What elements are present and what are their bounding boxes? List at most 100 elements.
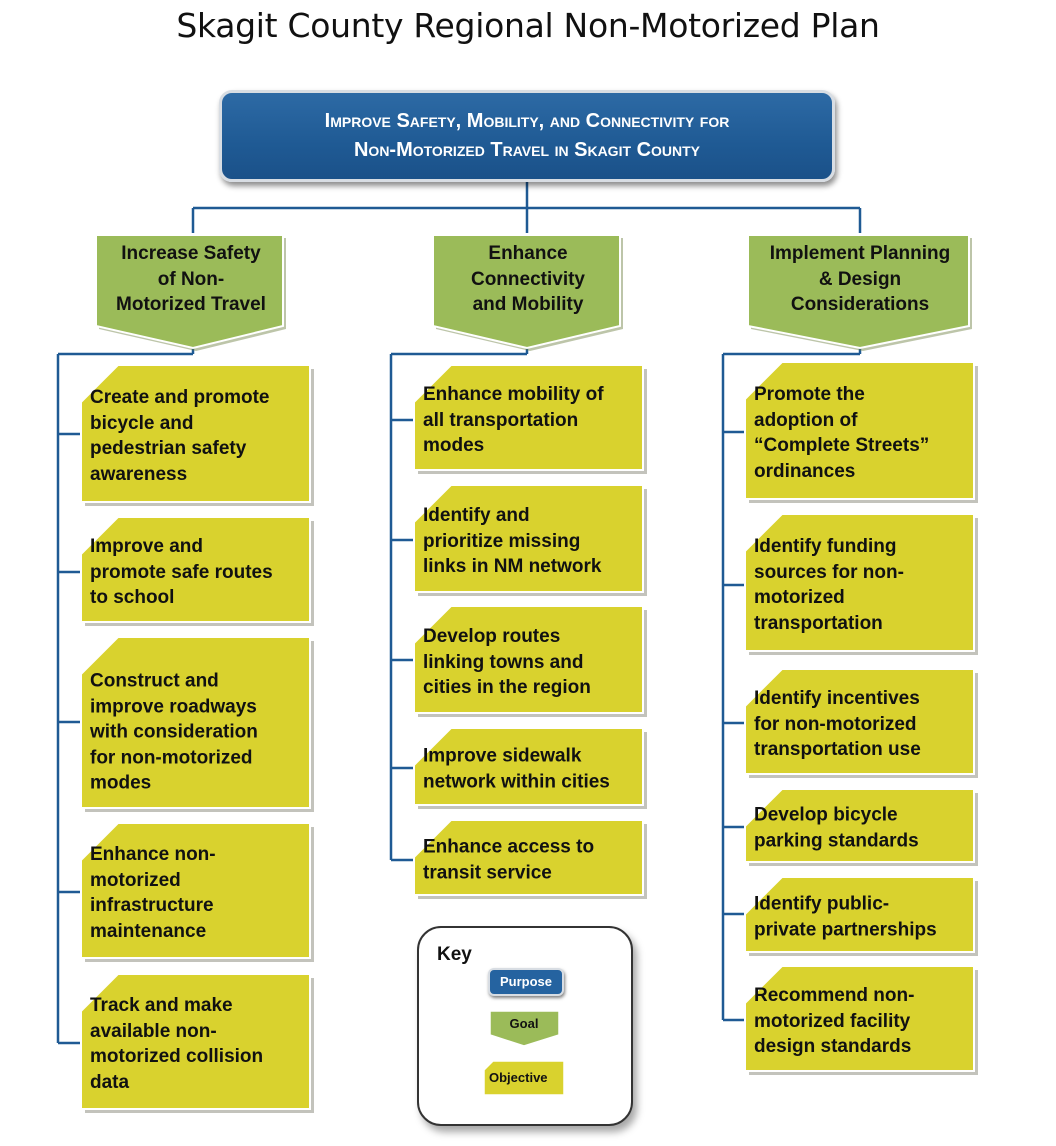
objective-line: “Complete Streets”: [754, 435, 930, 456]
objective-line: Identify incentives: [754, 687, 920, 709]
objective-line: for non-motorized: [754, 713, 917, 735]
objective-line: Identify funding: [754, 536, 897, 557]
goal-line: Increase Safety: [121, 243, 261, 264]
objective-line: design standards: [754, 1035, 912, 1057]
objective-line: sources for non-: [754, 561, 904, 583]
objective-line: links in NM network: [423, 555, 602, 577]
objective-line: available non-: [90, 1020, 217, 1042]
objective-box: Track and make available non-motorized co…: [80, 973, 316, 1115]
legend-box: Key Purpose Goal Objective: [417, 926, 633, 1126]
objective-line: Identify and: [423, 504, 530, 526]
objective-line: Construct and: [90, 670, 219, 692]
diagram-title: Skagit County Regional Non-Motorized Pla…: [176, 6, 880, 45]
objective-line: modes: [90, 772, 152, 794]
objective-box: Identify incentives for non-motorized tran…: [744, 668, 980, 780]
objective-shape: [744, 965, 978, 1075]
goal-shape: [747, 234, 972, 351]
objective-line: transit service: [423, 862, 552, 883]
objective-line: network within cities: [423, 771, 610, 792]
objective-line: private partnerships: [754, 919, 937, 940]
objective-line: Develop bicycle: [754, 804, 898, 826]
objective-shape: [744, 361, 978, 503]
goal-line: Motorized Travel: [116, 294, 266, 315]
objective-line: Improve and: [90, 535, 203, 557]
objective-line: Create and promote: [90, 387, 270, 408]
objective-box: Promote the adoption of “Complete Streets”…: [744, 361, 980, 505]
legend-objective-label: Objective: [489, 1070, 548, 1085]
legend-objective-swatch: Objective: [483, 1060, 565, 1101]
goal-box: Enhance Connectivity and Mobility: [431, 233, 625, 351]
objective-line: awareness: [90, 463, 188, 485]
legend-goal-shape: [489, 1010, 560, 1047]
objective-box: Enhance mobility of all transportation mod…: [413, 364, 649, 476]
objective-line: linking towns and: [423, 651, 584, 673]
objective-line: for non-motorized: [90, 746, 253, 768]
objective-line: adoption of: [754, 409, 858, 431]
objective-shape: [80, 973, 314, 1113]
legend-purpose-swatch: Purpose: [488, 968, 564, 996]
objective-line: Enhance access to: [423, 836, 595, 858]
objective-line: Promote the: [754, 384, 865, 405]
objective-line: to school: [90, 586, 175, 608]
goal-box: Increase Safety of Non- Motorized Travel: [94, 233, 288, 351]
objective-shape: [80, 636, 314, 812]
objective-line: motorized collision: [90, 1046, 264, 1067]
objective-line: bicycle and: [90, 412, 194, 434]
objective-box: Identify public-private partnerships: [744, 876, 980, 958]
objective-line: improve roadways: [90, 695, 257, 717]
objective-box: Develop bicycle parking standards: [744, 788, 980, 868]
objective-line: Enhance non-: [90, 844, 216, 865]
objective-shape: [744, 876, 978, 956]
objective-line: modes: [423, 434, 485, 456]
objective-shape: [744, 788, 978, 866]
objective-line: ordinances: [754, 460, 856, 482]
objective-line: cities in the region: [423, 676, 591, 698]
purpose-box: Improve Safety, Mobility, and Connectivi…: [219, 90, 835, 182]
objective-line: infrastructure: [90, 895, 214, 916]
objective-box: Construct and improve roadways with consid…: [80, 636, 316, 814]
objective-line: Track and make: [90, 995, 233, 1016]
legend-goal-label: Goal: [509, 1016, 539, 1031]
objective-box: Develop routes linking towns and cities in…: [413, 605, 649, 719]
purpose-line-2: Non-Motorized Travel in Skagit County: [353, 139, 701, 161]
goal-shape: [95, 234, 286, 351]
goal-line: Implement Planning: [769, 243, 951, 264]
objective-line: promote safe routes: [90, 561, 273, 583]
objective-shape: [744, 513, 978, 655]
objective-shape: [413, 364, 647, 474]
objective-shape: [744, 668, 978, 778]
objective-shape: [80, 516, 314, 626]
objective-line: motorized facility: [754, 1010, 911, 1032]
goal-line: Enhance: [488, 243, 568, 264]
objective-box: Recommend non-motorized facility design s…: [744, 965, 980, 1077]
objective-line: transportation: [754, 612, 883, 634]
objective-box: Identify and prioritize missing links in N…: [413, 484, 649, 598]
objective-line: motorized: [754, 587, 845, 608]
goal-line: of Non-: [157, 268, 225, 290]
legend-objective-shape: [483, 1060, 565, 1096]
objective-shape: [80, 364, 314, 506]
objective-box: Identify funding sources for non-motorize…: [744, 513, 980, 657]
objective-shape: [413, 484, 647, 596]
goal-box: Implement Planning & Design Consideratio…: [746, 233, 974, 351]
goal-line: Considerations: [790, 294, 930, 315]
objective-box: Enhance access to transit service: [413, 819, 649, 901]
goal-line: and Mobility: [472, 294, 584, 315]
legend-goal-swatch: Goal: [489, 1010, 561, 1053]
objective-line: Enhance mobility of: [423, 383, 604, 405]
objective-line: Develop routes: [423, 625, 561, 647]
objective-line: Identify public-: [754, 893, 890, 915]
objective-shape: [80, 822, 314, 962]
objective-line: Recommend non-: [754, 984, 915, 1006]
objective-line: all transportation: [423, 409, 579, 431]
objective-line: prioritize missing: [423, 530, 581, 552]
objective-line: with consideration: [90, 721, 258, 743]
legend-title: Key: [437, 944, 472, 965]
goal-line: Connectivity: [470, 268, 586, 290]
objective-line: parking standards: [754, 830, 919, 851]
objective-line: transportation use: [754, 738, 921, 760]
